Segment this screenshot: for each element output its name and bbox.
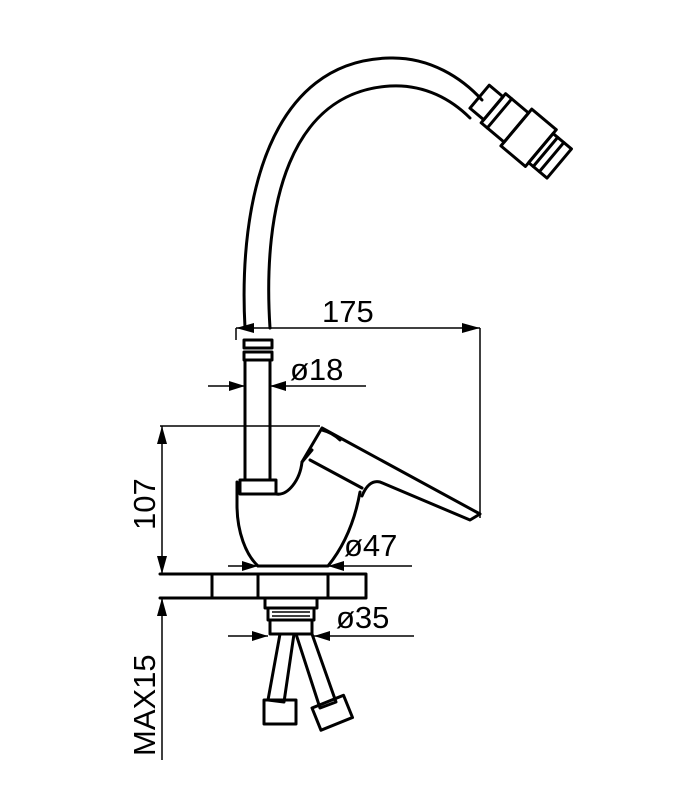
supply-hoses — [262, 632, 355, 732]
dimension-max-thickness: MAX15 — [127, 598, 167, 760]
dimension-body-diameter: ø47 — [228, 528, 412, 571]
gooseneck-spout — [242, 56, 484, 330]
dimension-thread-diameter: ø35 — [228, 600, 414, 641]
mounting-nut — [263, 596, 319, 636]
lever-handle — [300, 426, 482, 522]
body-diameter-label: ø47 — [344, 528, 397, 563]
dimension-reach: 175 — [235, 294, 481, 518]
countertop-section — [158, 572, 368, 600]
dimension-spout-diameter: ø18 — [208, 352, 366, 391]
dimension-height: 107 — [127, 425, 320, 574]
max-thickness-label: MAX15 — [127, 654, 162, 756]
thread-diameter-label: ø35 — [336, 600, 389, 635]
vertical-tube — [238, 338, 278, 496]
reach-label: 175 — [322, 294, 374, 329]
height-label: 107 — [127, 478, 162, 530]
mixer-body — [235, 448, 362, 568]
spout-diameter-label: ø18 — [290, 352, 343, 387]
aerator-nozzle — [468, 83, 573, 180]
